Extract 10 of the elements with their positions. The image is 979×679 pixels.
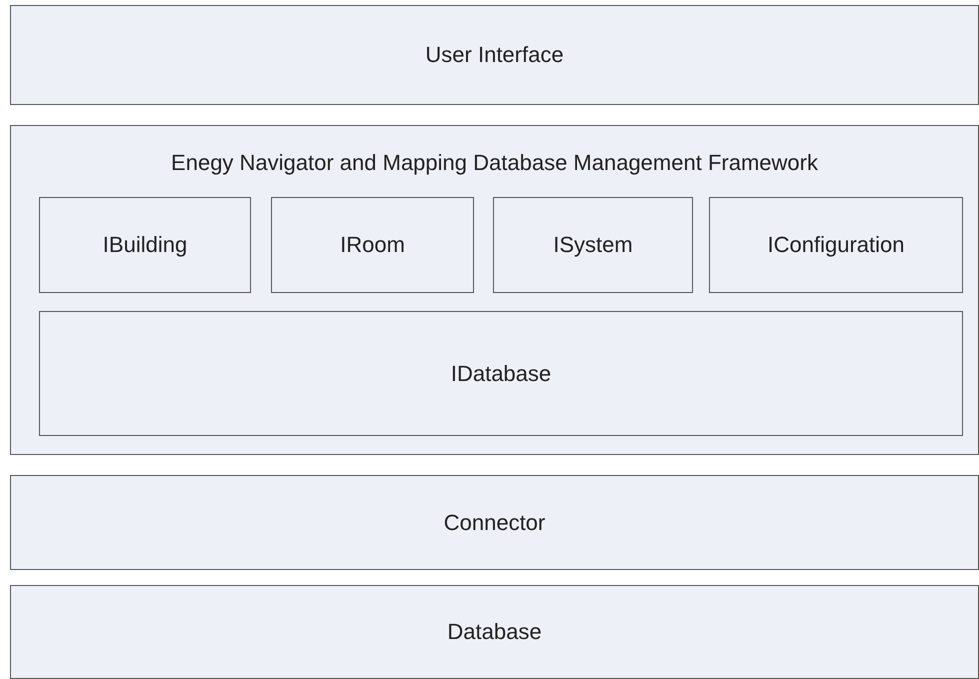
interface-box: ISystem: [493, 197, 693, 293]
interface-box: IDatabase: [39, 311, 963, 436]
interface-box: IConfiguration: [709, 197, 963, 293]
interface-box: IBuilding: [39, 197, 251, 293]
layer-box: User Interface: [10, 5, 979, 105]
interface-box: IRoom: [271, 197, 474, 293]
panel-heading: Enegy Navigator and Mapping Database Management Framework: [170, 150, 819, 176]
framework-panel: [10, 125, 979, 455]
layer-box: Database: [10, 585, 979, 679]
layer-box: Connector: [10, 475, 979, 570]
